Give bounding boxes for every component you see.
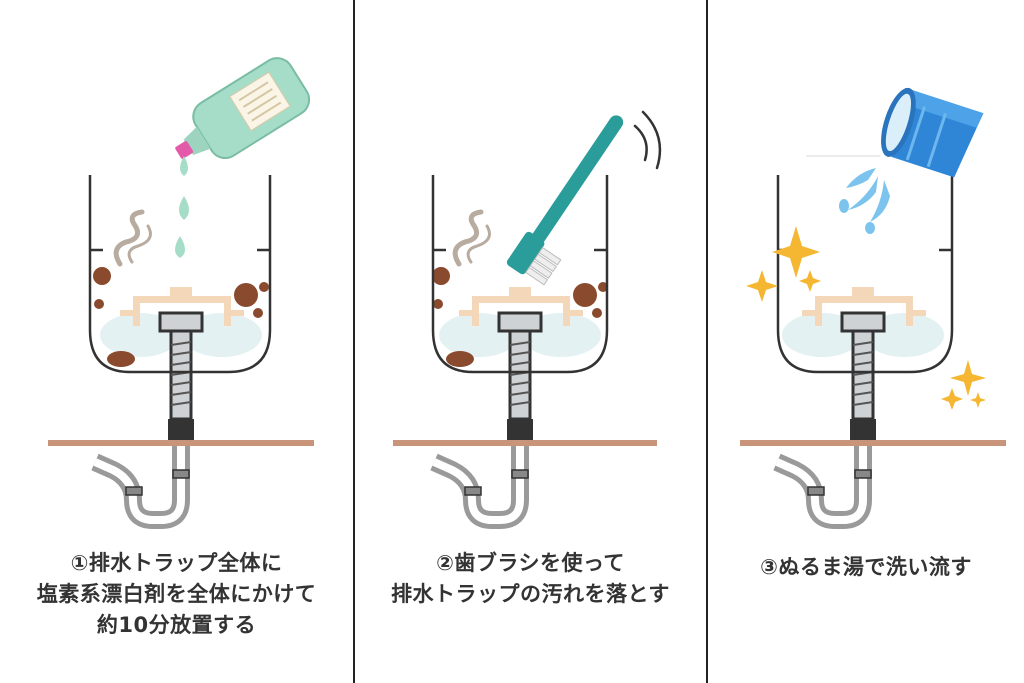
drain-basket [459, 287, 583, 326]
step-1-line-2: 塩素系漂白剤を全体にかけて [36, 582, 317, 606]
drain-bolt [840, 311, 886, 441]
step-2-line-2: 排水トラップの汚れを落とす [391, 582, 670, 606]
step-2-illustration [393, 110, 662, 529]
step-2-line-1: ②歯ブラシを使って [436, 551, 625, 575]
dirt-spots [432, 267, 608, 367]
drain-basket [120, 287, 244, 326]
step-1-line-3: 約10分放置する [96, 613, 257, 637]
step-3-illustration [740, 87, 1006, 529]
divider-left [353, 0, 355, 683]
step-2-caption: ②歯ブラシを使って 排水トラップの汚れを落とす [355, 548, 706, 610]
water-splash [839, 168, 890, 234]
drain-bolt [158, 311, 204, 441]
step-3-panel: ③ぬるま湯で洗い流す [708, 0, 1024, 683]
step-3-caption: ③ぬるま湯で洗い流す [708, 552, 1024, 583]
water-cup-icon [881, 87, 984, 178]
toothbrush-icon [506, 115, 624, 286]
step-2-panel: ②歯ブラシを使って 排水トラップの汚れを落とす [355, 0, 706, 683]
step-3-line-1: ③ぬるま湯で洗い流す [760, 555, 972, 579]
dirt-spots [93, 267, 269, 367]
bleach-bottle-icon [175, 57, 311, 160]
bleach-drops [175, 156, 189, 258]
sparkle-icon [746, 226, 986, 410]
step-1-panel: ①排水トラップ全体に 塩素系漂白剤を全体にかけて 約10分放置する [0, 0, 353, 683]
step-1-line-1: ①排水トラップ全体に [70, 551, 283, 575]
drain-basket [802, 287, 926, 326]
divider-right [706, 0, 708, 683]
step-1-illustration [48, 57, 314, 529]
drain-bolt [497, 311, 543, 441]
step-1-caption: ①排水トラップ全体に 塩素系漂白剤を全体にかけて 約10分放置する [0, 548, 353, 641]
